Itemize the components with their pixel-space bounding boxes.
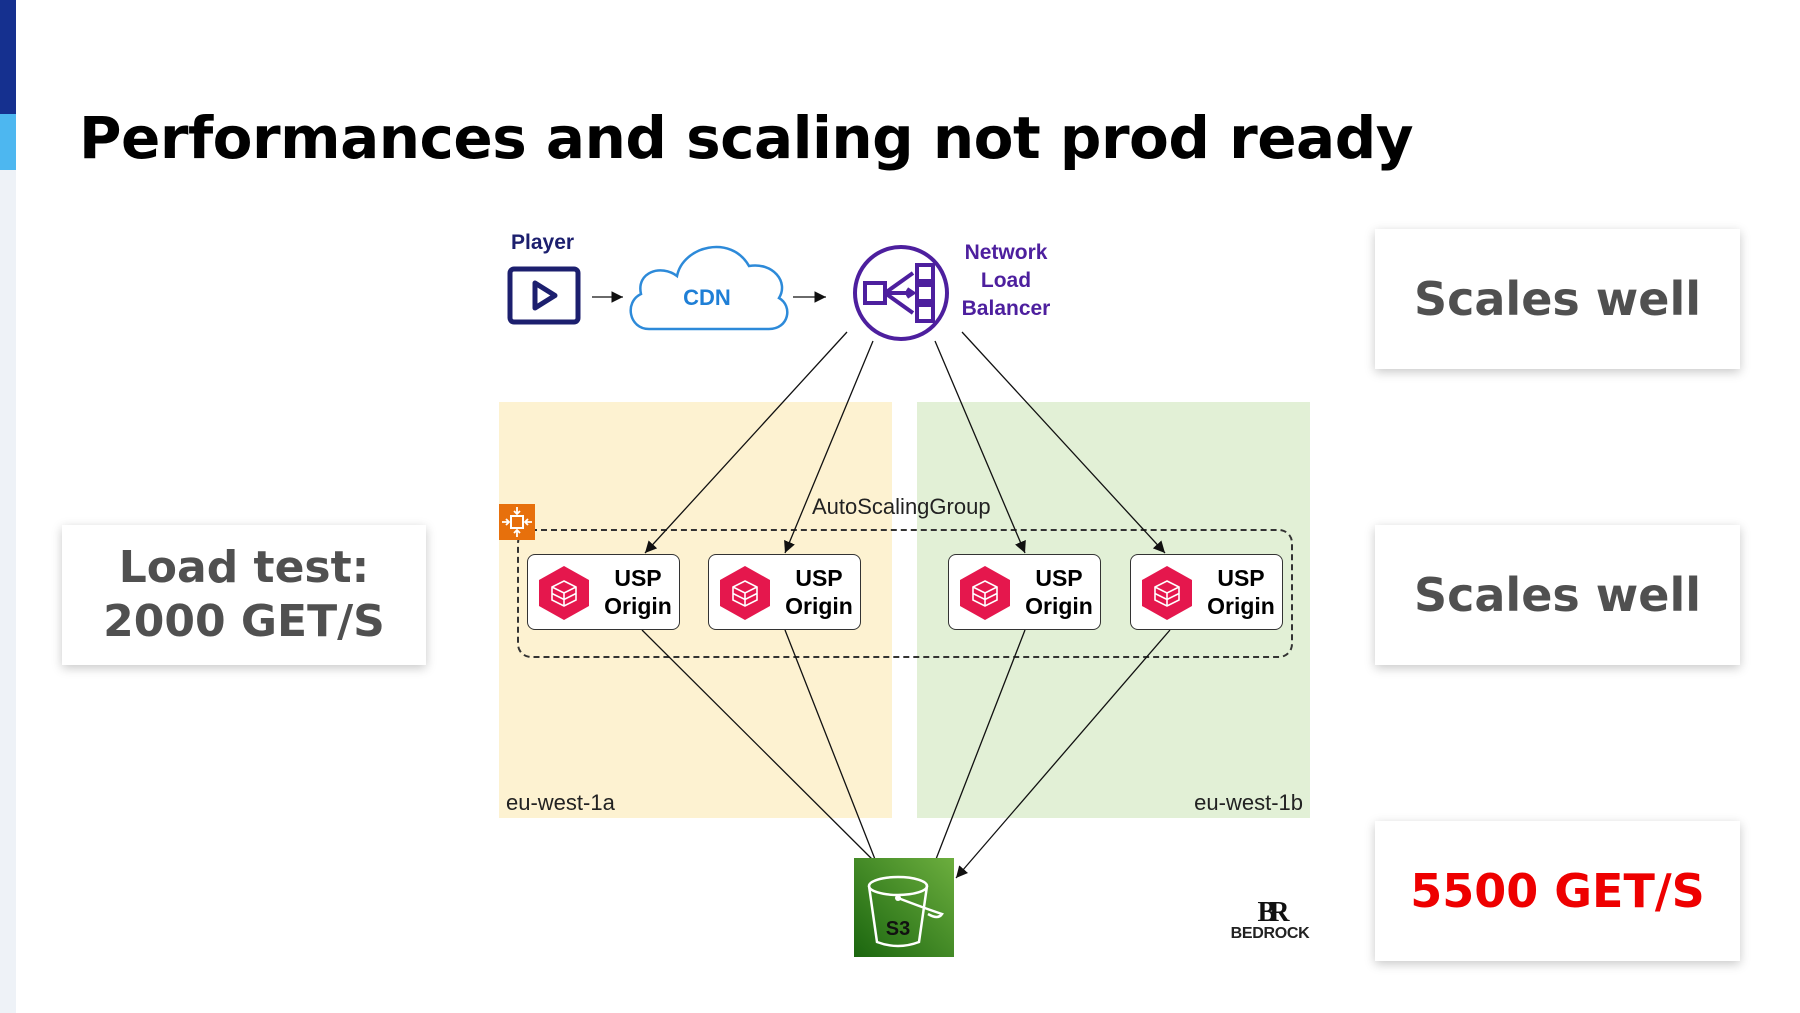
usp-origin-icon — [1142, 566, 1192, 620]
auto-scaling-icon — [499, 504, 535, 540]
cdn-node: CDN — [621, 236, 793, 332]
usp-origin-icon — [720, 566, 770, 620]
result-card-text: Scales well — [1413, 568, 1702, 622]
s3-label: S3 — [886, 918, 910, 940]
usp-origin-node: USP Origin — [708, 554, 861, 630]
result-card-cdn: Scales well — [1375, 229, 1740, 369]
usp-origin-line2: Origin — [604, 593, 672, 619]
bedrock-logo-mark: BR — [1258, 897, 1291, 925]
usp-origin-icon — [960, 566, 1010, 620]
zone-label: eu-west-1a — [506, 790, 615, 815]
result-card-origins: Scales well — [1375, 525, 1740, 665]
edge-bar-light — [0, 114, 16, 170]
autoscaling-group-boundary — [517, 529, 1293, 658]
cloud-icon: CDN — [629, 245, 789, 331]
play-icon — [507, 266, 583, 326]
usp-origin-label: USP Origin — [781, 564, 857, 620]
s3-node: S3 — [854, 858, 954, 957]
autoscaling-group-label: AutoScalingGroup — [812, 494, 991, 519]
result-card-text: Scales well — [1413, 272, 1702, 326]
cdn-label: CDN — [683, 285, 731, 310]
usp-origin-line1: USP — [795, 565, 843, 591]
nlb-label-line1: Network — [964, 241, 1048, 264]
usp-origin-line2: Origin — [1025, 593, 1093, 619]
usp-origin-label: USP Origin — [1021, 564, 1097, 620]
usp-origin-line1: USP — [1217, 565, 1265, 591]
bedrock-logo-icon: BR — [1258, 897, 1298, 928]
load-test-line2: 2000 GET/S — [103, 596, 385, 647]
slide-title: Performances and scaling not prod ready — [79, 104, 1414, 172]
load-test-line1: Load test: — [118, 542, 370, 593]
bedrock-logo-name: BEDROCK — [1230, 925, 1310, 942]
zone-label: eu-west-1b — [1194, 790, 1303, 815]
usp-origin-node: USP Origin — [527, 554, 680, 630]
usp-origin-line2: Origin — [1207, 593, 1275, 619]
nlb-label-line2: Load — [980, 269, 1032, 292]
s3-bucket-icon: S3 — [854, 858, 954, 957]
usp-origin-node: USP Origin — [1130, 554, 1283, 630]
edge-bar-dark — [0, 0, 16, 114]
player-label: Player — [511, 231, 575, 254]
bedrock-logo: BR BEDROCK — [1230, 895, 1310, 947]
nlb-label-line3: Balancer — [961, 297, 1051, 320]
network-load-balancer-icon — [851, 243, 951, 343]
usp-origin-node: USP Origin — [948, 554, 1101, 630]
usp-origin-label: USP Origin — [600, 564, 676, 620]
usp-origin-line2: Origin — [785, 593, 853, 619]
usp-origin-line1: USP — [1035, 565, 1083, 591]
result-card-text: 5500 GET/S — [1410, 864, 1705, 918]
usp-origin-icon — [539, 566, 589, 620]
usp-origin-label: USP Origin — [1203, 564, 1279, 620]
result-card-s3: 5500 GET/S — [1375, 821, 1740, 961]
nlb-label: Network Load Balancer — [950, 239, 1062, 323]
edge-bar-pale — [0, 170, 16, 1013]
usp-origin-line1: USP — [614, 565, 662, 591]
load-test-card: Load test: 2000 GET/S — [62, 525, 426, 665]
